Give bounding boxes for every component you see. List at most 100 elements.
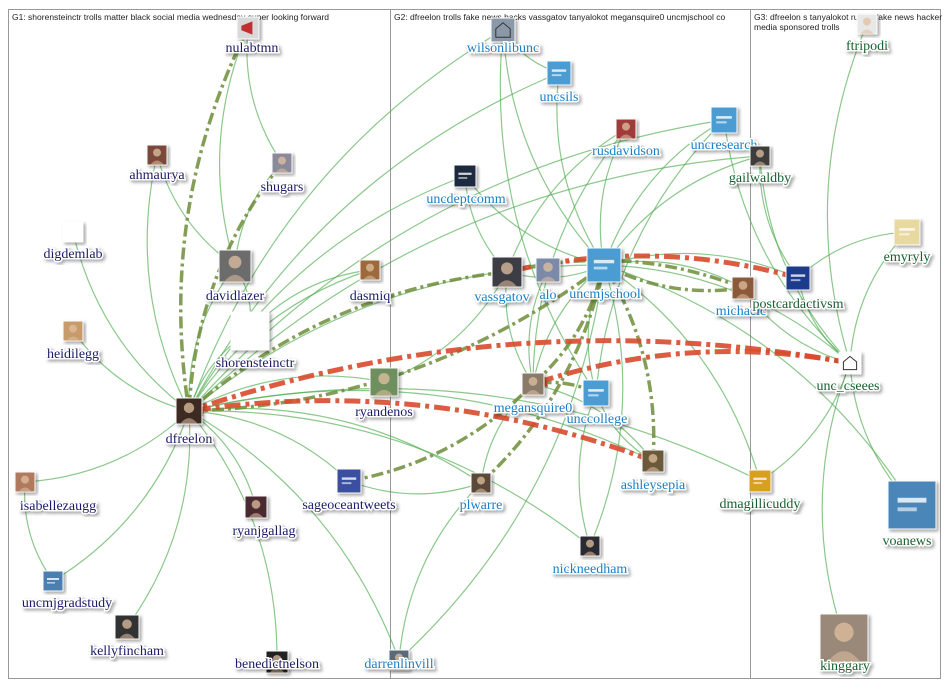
avatar — [175, 397, 203, 425]
node-label-ftripodi: ftripodi — [846, 39, 888, 54]
node-nickneedham[interactable]: nickneedham — [551, 535, 629, 579]
avatar — [271, 152, 293, 174]
node-ryandenos[interactable]: ryandenos — [354, 367, 414, 422]
node-label-uncmjschool: uncmjschool — [569, 287, 641, 302]
edge-ashleysepia-megansquire0 — [532, 382, 654, 462]
node-tanyalokot[interactable]: alo — [535, 257, 561, 305]
node-label-postcardactivsm: postcardactivsm — [753, 297, 844, 312]
node-label-darrenlinvill: darrenlinvill — [364, 657, 433, 672]
node-unc_cseees[interactable]: unc_cseees — [815, 351, 881, 396]
edge-rusdavidson-vassgatov — [506, 128, 627, 273]
logo-icon — [453, 164, 477, 188]
node-ashleysepia[interactable]: ashleysepia — [619, 449, 688, 495]
edge-unccollege-nickneedham — [578, 392, 597, 547]
node-emyryly[interactable]: emyryly — [882, 218, 932, 267]
edge-heavy-ashleysepia-dfreelon — [187, 398, 654, 464]
node-digdemlab[interactable]: digdemlab — [42, 221, 104, 264]
node-label-dasmiq: dasmiq — [350, 289, 390, 304]
node-kinggary[interactable]: kinggary — [819, 613, 871, 676]
node-shorensteinctr[interactable]: shorensteinctr — [214, 311, 296, 373]
avatar — [470, 472, 492, 494]
node-postcardactivsm[interactable]: postcardactivsm — [751, 265, 845, 314]
node-uncdeptcomm[interactable]: uncdeptcomm — [425, 164, 507, 209]
edge-sageoceantweets-plwarre — [348, 480, 482, 495]
node-wilsonlibunc[interactable]: wilsonlibunc — [465, 17, 541, 58]
logo-icon — [748, 469, 772, 493]
edge-ahmaurya-dfreelon — [146, 154, 190, 412]
avatar — [521, 372, 545, 396]
node-label-megansquire0: megansquire0 — [494, 401, 573, 416]
node-label-uncsils: uncsils — [540, 90, 579, 105]
avatar — [218, 249, 252, 283]
node-gailwaldby[interactable]: gailwaldby — [727, 145, 793, 188]
node-dfreelon[interactable]: dfreelon — [164, 397, 214, 449]
edge-uncresearch-unc_cseees — [723, 119, 851, 364]
edge-digdemlab-dfreelon — [72, 231, 190, 412]
edge-nulabtmn-davidlazer — [219, 27, 249, 267]
edge-plwarre-darrenlinvill — [396, 482, 482, 661]
node-uncresearch[interactable]: uncresearch — [689, 106, 759, 155]
avatar — [615, 118, 637, 140]
node-plwarre[interactable]: plwarre — [458, 472, 504, 515]
logo-icon — [785, 265, 811, 291]
node-vassgatov[interactable]: vassgatov — [473, 256, 531, 307]
node-label-unc_cseees: unc_cseees — [817, 379, 880, 394]
logo-icon — [887, 480, 937, 530]
building-icon — [490, 17, 516, 43]
node-ftripodi[interactable]: ftripodi — [845, 13, 890, 56]
node-label-ryanjgallag: ryanjgallag — [233, 524, 296, 539]
node-shugars[interactable]: shugars — [259, 152, 305, 197]
node-nulabtmn[interactable]: nulabtmn — [224, 16, 280, 58]
node-label-plwarre: plwarre — [460, 498, 503, 513]
node-heidilegg[interactable]: heidilegg — [45, 320, 101, 364]
node-ryanjgallag[interactable]: ryanjgallag — [231, 495, 297, 541]
node-label-rusdavidson: rusdavidson — [592, 144, 660, 159]
logo-icon — [336, 468, 362, 494]
node-benedictnelson[interactable]: benedictnelson — [234, 650, 320, 674]
node-voanews[interactable]: voanews — [881, 480, 937, 551]
node-label-kellyfincham: kellyfincham — [90, 644, 164, 659]
edge-darrenlinvill-dfreelon — [188, 410, 400, 661]
edge-unc_cseees-kinggary — [821, 362, 851, 639]
node-dmagillicuddy[interactable]: dmagillicuddy — [718, 469, 802, 514]
avatar — [265, 650, 289, 674]
node-michaelcccclb[interactable]: michaelc — [714, 276, 768, 321]
logo-icon — [42, 570, 64, 592]
edge-uncresearch-uncmjschool — [603, 119, 725, 266]
node-label-wilsonlibunc: wilsonlibunc — [467, 41, 539, 56]
node-label-isabellezaugg: isabellezaugg — [20, 499, 96, 514]
node-rusdavidson[interactable]: rusdavidson — [591, 118, 661, 161]
node-uncmjgradstudy[interactable]: uncmjgradstudy — [20, 570, 114, 613]
node-darrenlinvill[interactable]: darrenlinvill — [363, 649, 435, 674]
node-label-nickneedham: nickneedham — [553, 562, 628, 577]
edges-layer — [24, 23, 913, 663]
node-label-digdemlab: digdemlab — [43, 247, 102, 262]
group-titles: G1: shorensteinctr trolls matter black s… — [12, 12, 942, 32]
edge-strong-sageoceantweets-megansquire0 — [348, 382, 535, 483]
edge-plwarre-dfreelon — [188, 407, 482, 484]
node-unccollege[interactable]: unccollege — [565, 379, 629, 429]
node-label-tanyalokot: alo — [539, 288, 556, 303]
node-label-uncmjgradstudy: uncmjgradstudy — [22, 596, 112, 611]
edge-strong-shugars-dfreelon — [184, 161, 284, 413]
node-megansquire0[interactable]: megansquire0 — [492, 372, 574, 418]
edge-ryandenos-vassgatov — [383, 271, 508, 383]
node-dasmiq[interactable]: dasmiq — [348, 259, 392, 306]
edge-uncmjgradstudy-dfreelon — [52, 410, 191, 582]
node-label-shorensteinctr: shorensteinctr — [216, 356, 295, 371]
node-uncmjschool[interactable]: uncmjschool — [568, 247, 642, 304]
node-label-ryandenos: ryandenos — [355, 405, 413, 420]
node-davidlazer[interactable]: davidlazer — [204, 249, 266, 306]
group-box-g1 — [8, 9, 391, 679]
node-label-ashleysepia: ashleysepia — [621, 478, 686, 493]
node-ahmaurya[interactable]: ahmaurya — [128, 144, 187, 185]
node-label-heidilegg: heidilegg — [47, 347, 99, 362]
edge-strong-nulabtmn-dfreelon — [179, 27, 250, 413]
node-uncsils[interactable]: uncsils — [538, 60, 580, 107]
edge-isabellezaugg-uncmjgradstudy — [24, 481, 54, 582]
node-kellyfincham[interactable]: kellyfincham — [89, 614, 166, 661]
node-sageoceantweets[interactable]: sageoceantweets — [301, 468, 397, 515]
edge-uncsils-uncmjschool — [556, 72, 605, 266]
node-isabellezaugg[interactable]: isabellezaugg — [14, 471, 98, 516]
